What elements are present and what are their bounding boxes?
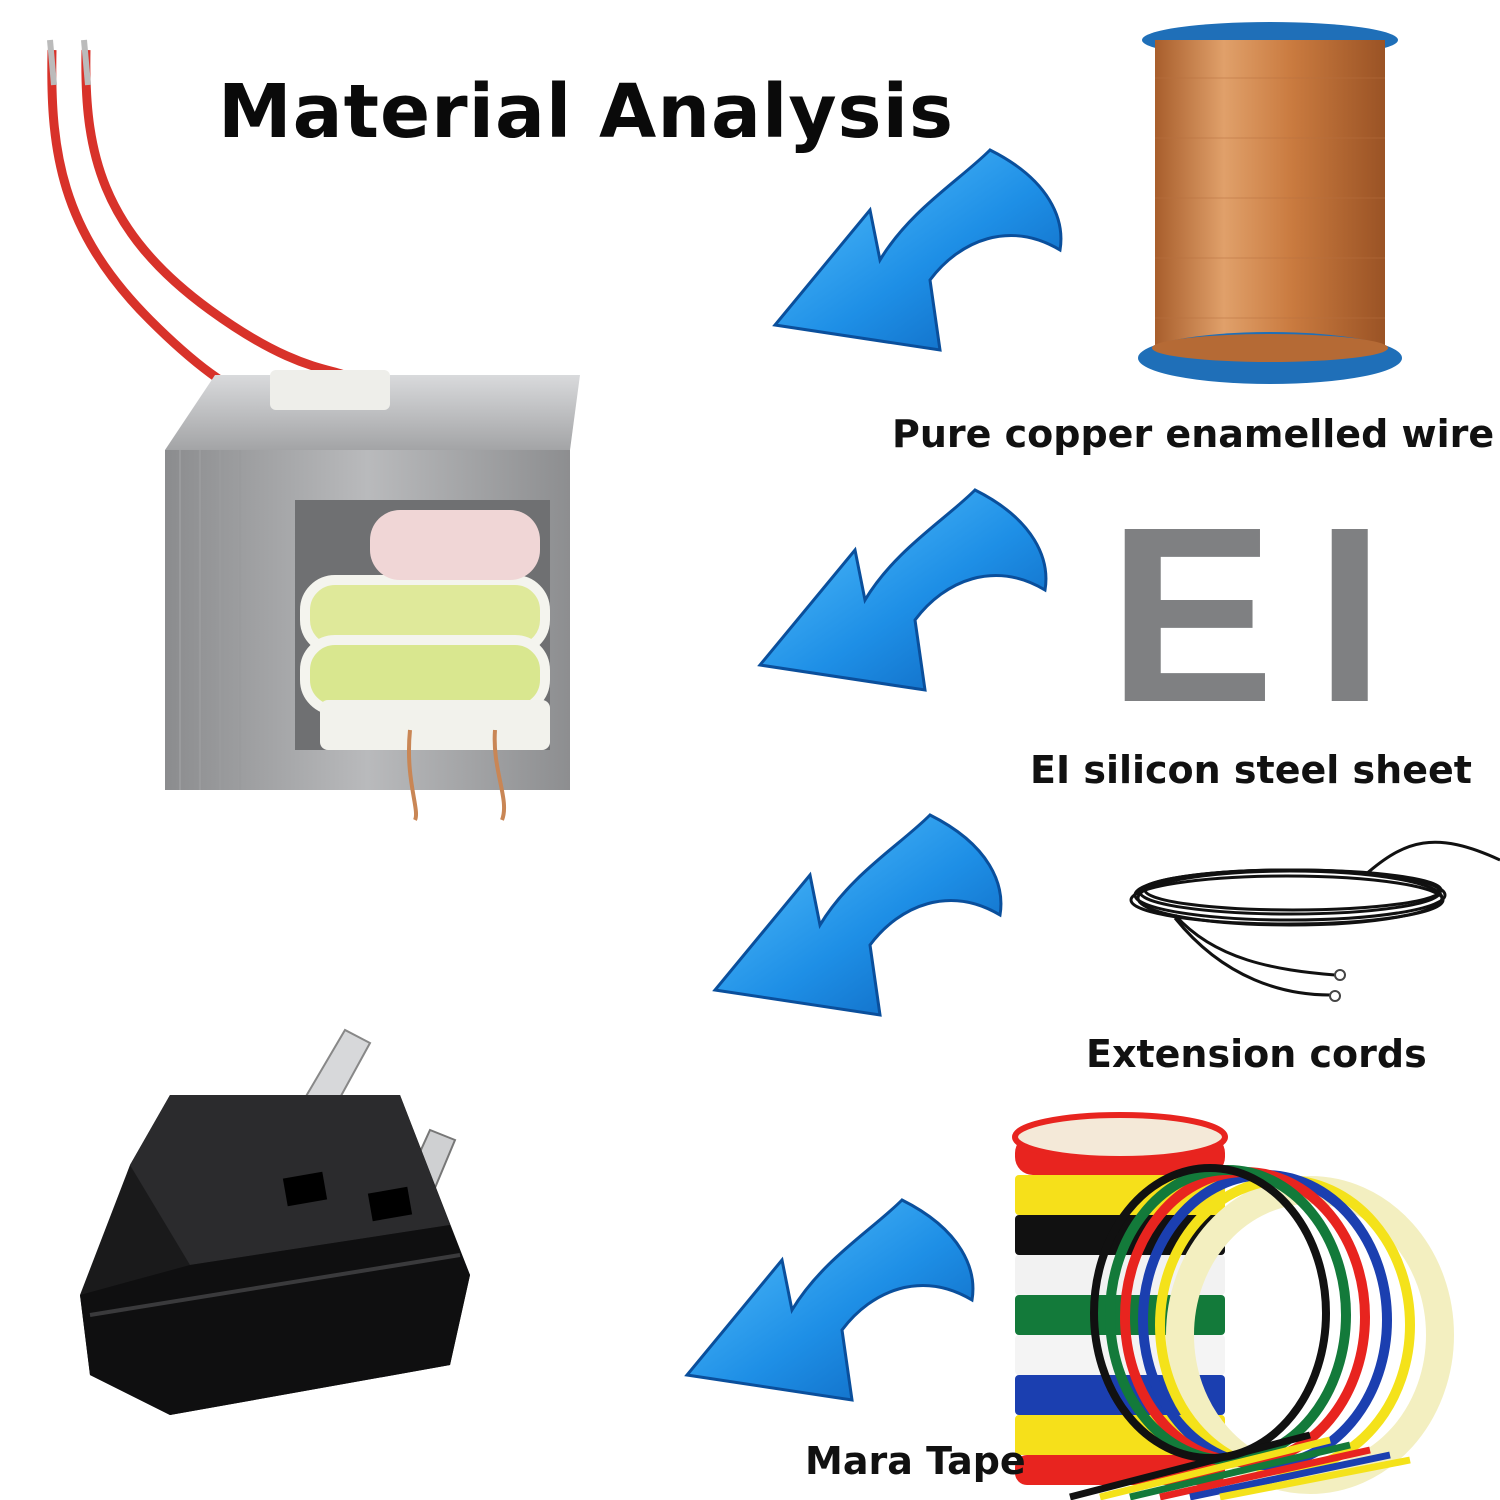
ei-steel-e-letter: E bbox=[1108, 475, 1275, 754]
copper-wire-spool-icon bbox=[1138, 22, 1402, 384]
arrow-icon bbox=[684, 1198, 975, 1402]
coiled-cord-icon bbox=[1129, 840, 1500, 1002]
extension-cords-label: Extension cords bbox=[1086, 1032, 1427, 1076]
transformer-image bbox=[47, 39, 580, 821]
arrow-icon bbox=[712, 813, 1003, 1017]
ei-steel-label: EI silicon steel sheet bbox=[1030, 748, 1472, 792]
arrow-icon bbox=[772, 148, 1063, 352]
page-title: Material Analysis bbox=[218, 69, 955, 155]
arrow-icon bbox=[757, 488, 1048, 692]
tape-rolls-icon bbox=[1012, 1112, 1454, 1500]
plug-adapter-image bbox=[80, 1028, 470, 1415]
mara-tape-label: Mara Tape bbox=[805, 1439, 1026, 1483]
copper-wire-label: Pure copper enamelled wire bbox=[892, 412, 1495, 456]
ei-steel-i-letter: I bbox=[1315, 475, 1385, 754]
